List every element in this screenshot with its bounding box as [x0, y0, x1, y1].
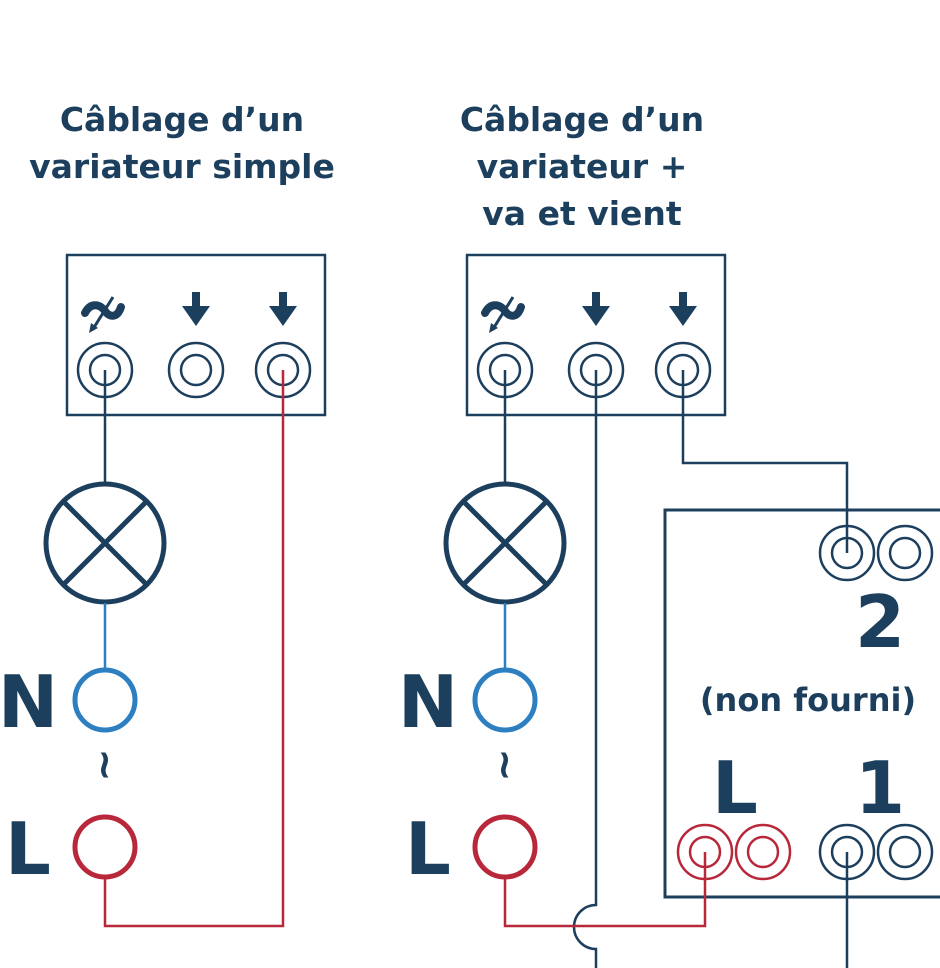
l-label: L — [405, 807, 451, 891]
neutral-terminal — [472, 667, 538, 733]
arrow-down-icon — [182, 292, 210, 326]
neutral-terminal — [72, 667, 138, 733]
dimmer-box — [65, 253, 327, 417]
live-wire — [503, 852, 707, 928]
dimmer-icon — [85, 297, 121, 333]
left-title-line2: variateur simple — [29, 147, 335, 186]
left-title-line1: Câblage d’un — [60, 100, 304, 139]
terminal-1-label: 1 — [855, 746, 905, 830]
switch-box — [663, 508, 940, 899]
tilde: ~ — [482, 748, 528, 782]
tilde: ~ — [82, 748, 128, 782]
switch-terminals-2 — [818, 524, 934, 582]
live-terminal — [472, 814, 538, 880]
arrow-down-icon — [269, 292, 297, 326]
n-label: N — [0, 660, 58, 744]
live-terminal — [72, 814, 138, 880]
lamp-icon — [443, 481, 567, 605]
arrow-down-icon — [582, 292, 610, 326]
lamp-icon — [43, 481, 167, 605]
right-title-line2: variateur + — [477, 147, 688, 186]
dimmer-terminals — [76, 341, 312, 399]
switch-wire — [681, 370, 849, 553]
right-title-line1: Câblage d’un — [460, 100, 704, 139]
l-label: L — [5, 807, 51, 891]
switch-l-label: L — [712, 746, 758, 830]
switch-terminals-1 — [818, 823, 934, 881]
right-title-line3: va et vient — [482, 194, 682, 233]
dimmer-icon — [485, 297, 521, 333]
dimmer-terminals — [476, 341, 712, 399]
n-label: N — [398, 660, 458, 744]
terminal-2-label: 2 — [855, 580, 905, 664]
switch-note: (non fourni) — [700, 681, 916, 719]
arrow-down-icon — [669, 292, 697, 326]
live-wire — [103, 370, 285, 928]
traveler-wire — [572, 370, 598, 968]
switch-terminals-l — [676, 823, 792, 881]
